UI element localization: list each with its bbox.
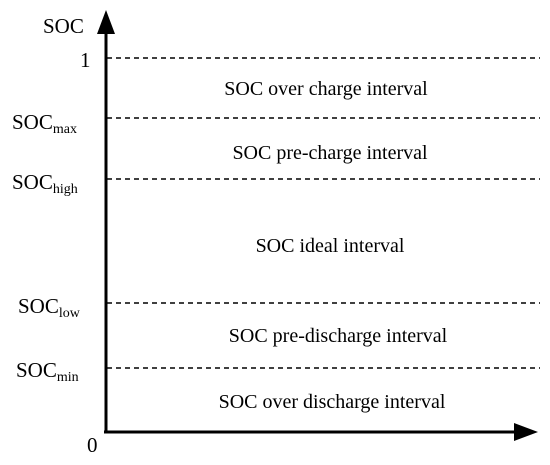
level-label-high-sub: high — [53, 182, 78, 197]
level-label-high: SOChigh — [12, 170, 78, 197]
x-axis-arrowhead — [514, 423, 538, 441]
y-axis-arrowhead — [97, 10, 115, 34]
interval-over-discharge: SOC over discharge interval — [219, 391, 446, 413]
level-label-max-sub: max — [53, 122, 77, 137]
interval-over-charge: SOC over charge interval — [224, 78, 428, 100]
y-axis-label: SOC — [43, 14, 84, 38]
level-label-low: SOClow — [18, 294, 81, 321]
top-value-label: 1 — [80, 48, 91, 72]
level-label-max: SOCmax — [12, 110, 77, 137]
interval-ideal: SOC ideal interval — [256, 235, 405, 257]
level-label-low-base: SOC — [18, 294, 59, 318]
level-label-low-sub: low — [59, 306, 81, 321]
level-label-high-base: SOC — [12, 170, 53, 194]
interval-pre-discharge: SOC pre-discharge interval — [229, 325, 448, 347]
level-label-max-base: SOC — [12, 110, 53, 134]
level-label-min: SOCmin — [16, 358, 79, 385]
level-label-min-sub: min — [57, 370, 79, 385]
level-label-min-base: SOC — [16, 358, 57, 382]
origin-label: 0 — [87, 433, 98, 457]
interval-pre-charge: SOC pre-charge interval — [232, 142, 428, 164]
